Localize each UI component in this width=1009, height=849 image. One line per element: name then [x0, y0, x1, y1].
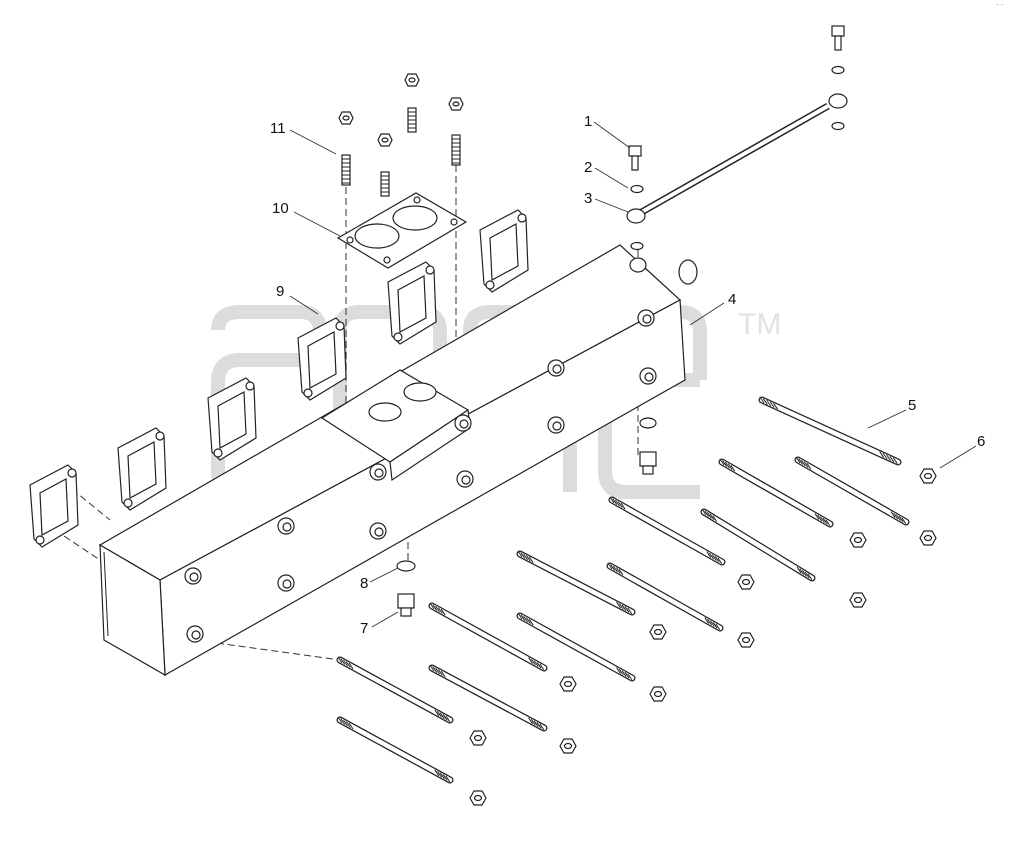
callout-3: 3	[584, 190, 629, 213]
bolt-hole	[547, 416, 565, 434]
hex-nut	[849, 532, 867, 548]
bolt-hole	[369, 522, 387, 540]
hex-nut	[849, 592, 867, 608]
port-gasket	[29, 464, 79, 548]
long-stud	[516, 612, 636, 682]
bolt-hole	[184, 567, 202, 585]
long-stud	[336, 716, 454, 784]
long-stud	[758, 396, 902, 466]
callout-9: 9	[276, 283, 319, 315]
hex-nut	[649, 624, 667, 640]
port-gasket	[117, 427, 167, 511]
callout-11: 11	[270, 120, 337, 155]
svg-text:4: 4	[728, 291, 736, 308]
svg-text:3: 3	[584, 190, 592, 207]
turbo-nut	[404, 73, 420, 87]
callout-5: 5	[867, 397, 916, 429]
turbo-flange-gasket	[336, 192, 468, 269]
svg-text:2: 2	[584, 159, 592, 176]
turbo-nut	[448, 97, 464, 111]
callout-1: 1	[584, 113, 631, 149]
turbo-stud	[341, 154, 351, 186]
callout-7: 7	[360, 611, 399, 637]
turbo-stud	[451, 134, 461, 166]
long-stud	[718, 458, 834, 528]
long-stud	[428, 602, 548, 672]
turbo-nut	[338, 111, 354, 125]
drain-plugs	[396, 417, 657, 617]
hex-nuts	[469, 468, 937, 806]
callout-8: 8	[360, 567, 399, 592]
hex-nut	[559, 676, 577, 692]
svg-text:6: 6	[977, 433, 985, 450]
long-stud	[428, 664, 548, 732]
long-stud	[700, 508, 816, 582]
bolt-hole	[547, 359, 565, 377]
hex-nut	[737, 574, 755, 590]
svg-text:11: 11	[270, 120, 286, 137]
bolt-hole	[186, 625, 204, 643]
port-gasket	[479, 209, 529, 293]
svg-text:8: 8	[360, 575, 368, 592]
hex-nut	[469, 790, 487, 806]
bolt-hole	[637, 309, 655, 327]
callout-2: 2	[584, 159, 629, 189]
long-stud	[606, 562, 724, 632]
bolt-hole	[277, 574, 295, 592]
exhaust-manifold	[98, 244, 698, 677]
svg-text:5: 5	[908, 397, 916, 414]
turbo-stud	[407, 107, 417, 133]
callout-10: 10	[272, 200, 341, 237]
callout-4: 4	[689, 291, 736, 326]
oil-line-assembly	[626, 25, 848, 251]
turbo-studs-and-nuts	[338, 73, 464, 197]
bolt-hole	[454, 414, 472, 432]
hex-nut	[649, 686, 667, 702]
long-stud	[516, 550, 636, 616]
svg-text:10: 10	[272, 200, 289, 217]
port-gasket	[297, 317, 347, 401]
turbo-stud	[380, 171, 390, 197]
corner-mark: - -	[996, 2, 1003, 9]
callout-6: 6	[939, 433, 985, 469]
svg-text:9: 9	[276, 283, 284, 300]
trademark-mark: TM	[738, 308, 781, 341]
port-gasket	[387, 261, 437, 345]
hex-nut	[737, 632, 755, 648]
long-stud	[608, 496, 726, 566]
hex-nut	[559, 738, 577, 754]
svg-text:7: 7	[360, 620, 368, 637]
manifold-bolt-holes	[184, 309, 657, 643]
long-stud	[336, 656, 454, 724]
port-gasket	[207, 377, 257, 461]
svg-text:1: 1	[584, 113, 592, 130]
bolt-hole	[369, 463, 387, 481]
bolt-hole	[277, 517, 295, 535]
long-stud	[794, 456, 910, 526]
bolt-hole	[456, 470, 474, 488]
long-studs	[336, 396, 910, 784]
bolt-hole	[639, 367, 657, 385]
manifold-gaskets	[29, 209, 529, 548]
hex-nut	[919, 468, 937, 484]
hex-nut	[469, 730, 487, 746]
hex-nut	[919, 530, 937, 546]
turbo-nut	[377, 133, 393, 147]
